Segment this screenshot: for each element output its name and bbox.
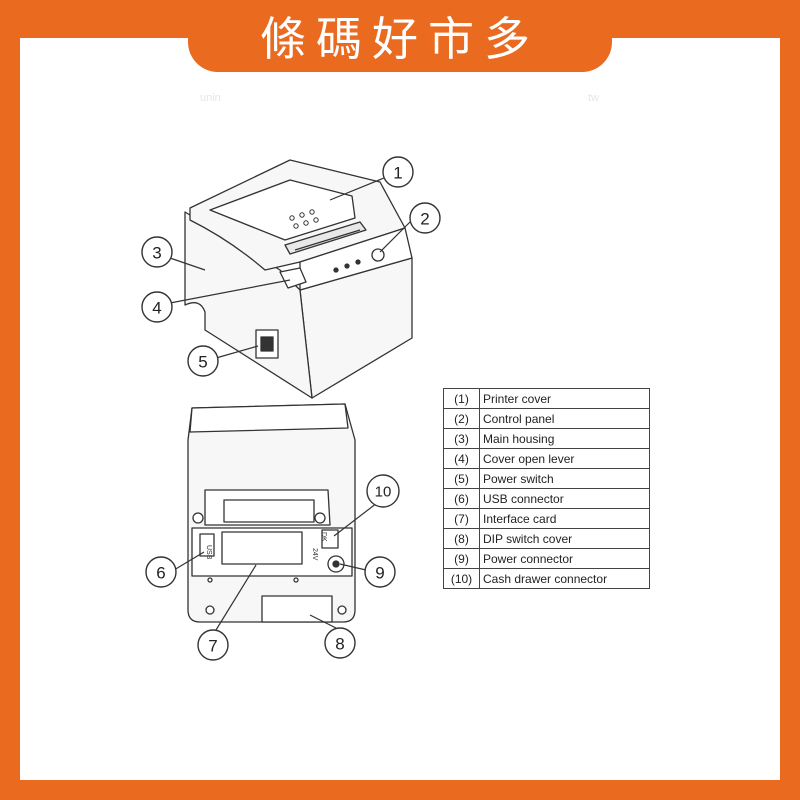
legend-row: (8)DIP switch cover	[443, 528, 650, 549]
legend-num: (10)	[443, 568, 480, 589]
callout-1: 1	[382, 156, 414, 188]
callout-9: 9	[364, 556, 396, 588]
callout-2: 2	[409, 202, 441, 234]
legend-row: (2)Control panel	[443, 408, 650, 429]
callout-8-label: 8	[335, 635, 344, 654]
callout-10: 10	[366, 474, 400, 508]
dk-label: DK	[320, 532, 327, 542]
legend-num: (4)	[443, 448, 480, 469]
callout-3-label: 3	[152, 244, 161, 263]
legend-num: (6)	[443, 488, 480, 509]
legend-row: (5)Power switch	[443, 468, 650, 489]
callout-8: 8	[324, 627, 356, 659]
callout-7: 7	[197, 629, 229, 661]
legend-text: Cash drawer connector	[479, 568, 650, 589]
legend-row: (1)Printer cover	[443, 388, 650, 409]
legend-text: Interface card	[479, 508, 650, 529]
callout-5: 5	[187, 345, 219, 377]
legend-row: (9)Power connector	[443, 548, 650, 569]
legend-num: (2)	[443, 408, 480, 429]
callout-6: 6	[145, 556, 177, 588]
legend-num: (8)	[443, 528, 480, 549]
legend-text: Power connector	[479, 548, 650, 569]
callout-6-label: 6	[156, 564, 165, 583]
legend-row: (7)Interface card	[443, 508, 650, 529]
legend-num: (5)	[443, 468, 480, 489]
callout-7-label: 7	[208, 637, 217, 656]
watermark-right: tw	[588, 92, 599, 104]
cash-drawer-connector	[321, 529, 339, 549]
callout-1-label: 1	[393, 164, 402, 183]
cover-open-lever	[279, 267, 307, 289]
legend-row: (10)Cash drawer connector	[443, 568, 650, 589]
usb-connector	[199, 533, 215, 557]
legend-num: (7)	[443, 508, 480, 529]
callout-9-label: 9	[375, 564, 384, 583]
usb-label: USB	[205, 545, 212, 560]
callout-5-label: 5	[198, 353, 207, 372]
legend-row: (3)Main housing	[443, 428, 650, 449]
legend-num: (9)	[443, 548, 480, 569]
callout-3: 3	[141, 236, 173, 268]
callout-2-label: 2	[420, 210, 429, 229]
interface-card	[221, 531, 303, 565]
dip-switch-cover	[261, 595, 333, 623]
watermark-left: unin	[200, 92, 221, 104]
legend-text: Power switch	[479, 468, 650, 489]
24v-label: 24V	[311, 548, 318, 561]
legend-text: Main housing	[479, 428, 650, 449]
legend-row: (6)USB connector	[443, 488, 650, 509]
callout-4: 4	[141, 291, 173, 323]
title-banner: 條碼好市多	[188, 0, 612, 72]
leader-lines	[169, 177, 411, 631]
callout-4-label: 4	[152, 299, 161, 318]
printer-bottom-view	[187, 403, 356, 623]
printer-front-view	[184, 159, 413, 399]
legend-row: (4)Cover open lever	[443, 448, 650, 469]
parts-legend-table: (1)Printer cover (2)Control panel (3)Mai…	[443, 388, 650, 589]
main-housing-side	[184, 211, 313, 399]
legend-text: Cover open lever	[479, 448, 650, 469]
banner-title: 條碼好市多	[260, 12, 540, 66]
legend-text: USB connector	[479, 488, 650, 509]
legend-text: Printer cover	[479, 388, 650, 409]
callout-10-label: 10	[375, 484, 392, 501]
legend-num: (3)	[443, 428, 480, 449]
legend-text: DIP switch cover	[479, 528, 650, 549]
legend-text: Control panel	[479, 408, 650, 429]
legend-num: (1)	[443, 388, 480, 409]
